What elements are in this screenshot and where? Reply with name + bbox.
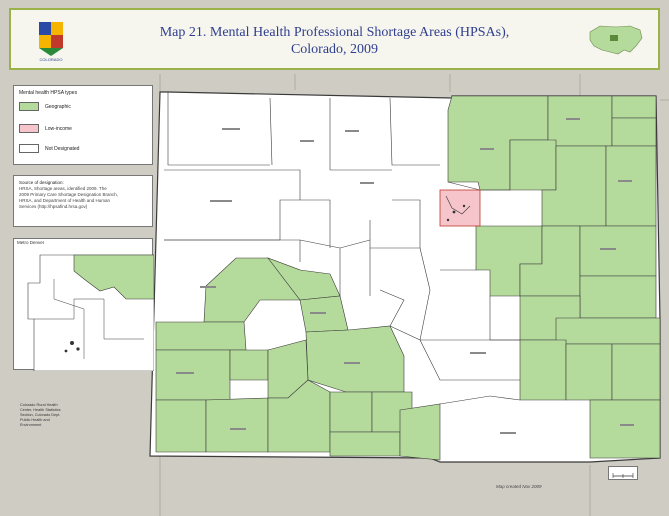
metro-label: Metro Denver bbox=[17, 240, 45, 245]
county-washington-n bbox=[509, 139, 557, 191]
legend-item-geographic: Geographic bbox=[19, 102, 149, 112]
legend: Mental health HPSA types Geographic Low-… bbox=[13, 85, 153, 165]
county-cheyenne bbox=[579, 275, 657, 319]
county-kit-carson bbox=[579, 225, 657, 277]
source-line: HRSA, and Department of Health and Human bbox=[19, 198, 111, 203]
county-ne-corner bbox=[611, 95, 657, 119]
title-bar: COLORADO Map 21. Mental Health Professio… bbox=[9, 8, 660, 70]
legend-title: Mental health HPSA types bbox=[19, 90, 78, 96]
county-yuma bbox=[605, 145, 657, 227]
legend-label: Not Designated bbox=[45, 146, 80, 152]
metro-inset-map bbox=[27, 254, 154, 371]
county-phillips bbox=[611, 117, 657, 147]
county-sedgwick-area bbox=[547, 95, 613, 147]
source-box: Source of designation: HRSA, Shortage ar… bbox=[13, 175, 153, 227]
county-montezuma bbox=[155, 399, 207, 453]
source-line: Services (http://hpsafind.hrsa.gov) bbox=[19, 204, 88, 209]
legend-label: Low-income bbox=[45, 126, 72, 132]
source-line: 2009 Primary Care Shortage Designation B… bbox=[19, 192, 119, 197]
county-san-miguel bbox=[155, 349, 231, 401]
credit-line: Colorado Rural Health bbox=[20, 403, 58, 407]
scale-bar bbox=[608, 466, 638, 480]
page-title: Map 21. Mental Health Professional Short… bbox=[101, 24, 568, 58]
source-line: HRSA, Shortage areas, identified 2009. T… bbox=[19, 186, 107, 191]
legend-swatch bbox=[19, 144, 39, 153]
title-line-1: Map 21. Mental Health Professional Short… bbox=[159, 25, 510, 40]
credit-line: Center, Health Statistics bbox=[20, 408, 61, 412]
us-locator-map-icon bbox=[589, 25, 643, 55]
credit-line: Public Health and bbox=[20, 418, 50, 422]
county-prowers-n bbox=[555, 317, 661, 345]
county-baca bbox=[589, 399, 661, 459]
title-line-2: Colorado, 2009 bbox=[290, 42, 379, 57]
colorado-logo-icon: COLORADO bbox=[39, 22, 63, 62]
county-rio-grande bbox=[329, 391, 373, 433]
county-saguache bbox=[305, 325, 405, 393]
county-conejos bbox=[329, 431, 401, 457]
legend-item-not-designated: Not Designated bbox=[19, 144, 149, 154]
county-otero bbox=[519, 339, 567, 401]
source-title: Source of designation: bbox=[19, 180, 64, 185]
county-montrose-w bbox=[155, 321, 247, 351]
denver-low-income-area bbox=[439, 189, 481, 227]
credits: Colorado Rural Health Center, Health Sta… bbox=[20, 403, 80, 428]
county-ouray bbox=[229, 349, 269, 381]
legend-item-low-income: Low-income bbox=[19, 124, 149, 134]
credit-line: Environment bbox=[20, 423, 42, 427]
legend-label: Geographic bbox=[45, 104, 71, 110]
map-footnote: Map created Nov 2009 bbox=[496, 484, 542, 489]
county-prowers bbox=[611, 343, 661, 401]
metro-inset: Metro Denver bbox=[13, 238, 154, 371]
county-delta-n bbox=[267, 257, 341, 301]
scale-bar-icon bbox=[612, 473, 634, 478]
credit-line: Section, Colorado Dept. bbox=[20, 413, 61, 417]
legend-swatch bbox=[19, 102, 39, 111]
county-bent bbox=[565, 343, 613, 401]
legend-swatch bbox=[19, 124, 39, 133]
county-la-plata bbox=[205, 397, 269, 453]
county-costilla bbox=[399, 403, 441, 461]
logo-text: COLORADO bbox=[40, 57, 63, 62]
